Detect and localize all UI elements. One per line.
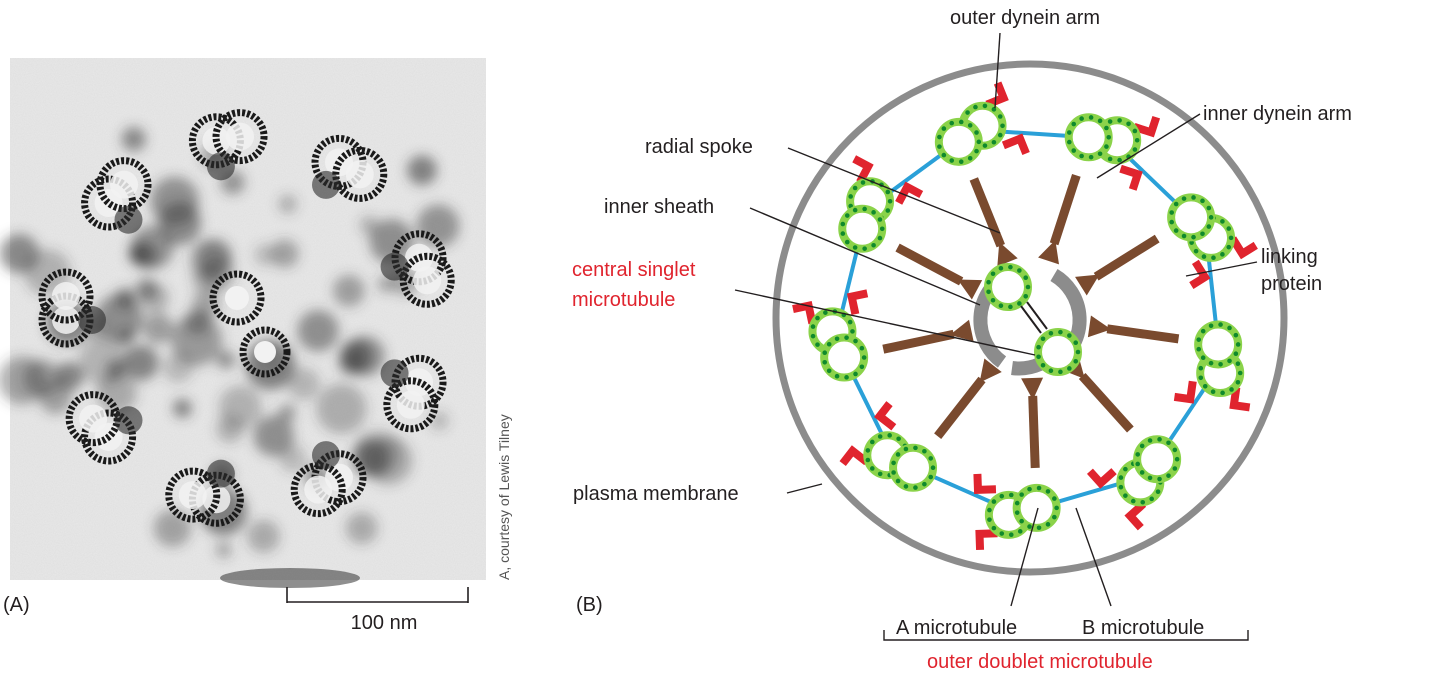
outer-doublet <box>808 307 869 382</box>
label-outer-doublet: outer doublet microtubule <box>927 651 1153 673</box>
radial-spoke <box>1038 173 1081 265</box>
outer-doublet <box>984 483 1061 539</box>
micrograph-doublet <box>188 109 268 181</box>
micrograph-doublet <box>380 354 447 433</box>
outer-doublet <box>1167 193 1236 262</box>
label-a-microtubule: A microtubule <box>896 617 1017 639</box>
scale-bar-label: 100 nm <box>351 612 418 634</box>
outer-dynein-arm <box>1124 500 1147 531</box>
inner-dynein-arm <box>1189 259 1211 289</box>
label-b-microtubule: B microtubule <box>1082 617 1204 639</box>
label-linking-1: linking <box>1261 246 1318 268</box>
inner-dynein-arm <box>1001 133 1030 155</box>
label-radial-spoke: radial spoke <box>645 136 753 158</box>
panel-a: (A) 100 nm A, courtesy of Lewis Tilney <box>0 58 512 634</box>
outer-dynein-arm <box>839 445 870 466</box>
a-microtubule <box>838 204 887 253</box>
micrograph-doublet <box>165 459 244 527</box>
a-microtubule <box>934 117 983 166</box>
outer-doublet <box>838 177 895 253</box>
micrograph-central <box>239 326 291 378</box>
label-linking-2: protein <box>1261 273 1322 295</box>
central-bridge <box>1026 301 1048 330</box>
micrograph-doublet <box>380 230 455 308</box>
a-microtubule <box>889 443 938 492</box>
outer-dynein-arm <box>975 529 998 551</box>
leader-lines <box>734 32 1258 641</box>
label-outer-dynein-arm: outer dynein arm <box>950 7 1100 29</box>
panel-a-label: (A) <box>3 594 30 616</box>
inner-dynein-arm <box>1119 164 1143 191</box>
inner-dynein-arm <box>1086 468 1117 489</box>
plasma-membrane-outline <box>772 60 1288 576</box>
outer-dynein-arm <box>985 81 1009 109</box>
dynein-arms <box>792 81 1258 551</box>
a-microtubule <box>1064 113 1113 162</box>
a-microtubule <box>1194 320 1243 369</box>
a-microtubule <box>820 333 869 382</box>
photo-credit: A, courtesy of Lewis Tilney <box>496 414 512 580</box>
central-singlets <box>984 263 1082 376</box>
outer-dynein-arm <box>1132 115 1161 138</box>
micrograph-doublet <box>81 157 152 234</box>
central-singlet-microtubule <box>1034 328 1082 376</box>
radial-spoke <box>1021 377 1044 469</box>
micrograph-doublet <box>38 268 106 348</box>
outer-dynein-arm <box>852 155 874 185</box>
a-microtubule <box>1133 435 1182 484</box>
inner-dynein-arm <box>874 401 897 431</box>
radial-spokes <box>882 173 1180 469</box>
outer-doublet <box>1116 435 1182 507</box>
inner-dynein-arm <box>846 289 869 316</box>
label-inner-dynein-arm: inner dynein arm <box>1203 103 1352 125</box>
micrograph-image <box>0 58 486 588</box>
label-plasma-membrane: plasma membrane <box>573 483 739 505</box>
outer-doublet <box>863 431 938 492</box>
micrograph-doublet <box>311 134 388 202</box>
panel-b-label: (B) <box>576 594 603 616</box>
central-bridge <box>1020 305 1042 334</box>
radial-spoke <box>934 358 1002 439</box>
radial-spoke <box>1087 315 1180 344</box>
outer-dynein-arm <box>1229 236 1258 260</box>
outer-doublets <box>808 101 1245 539</box>
outer-dynein-arm <box>1229 386 1251 412</box>
panel-b: (B) outer dynein arm inner dyne <box>572 7 1352 673</box>
scale-bar <box>286 587 469 603</box>
radial-spoke <box>895 243 983 300</box>
outer-dynein-arm <box>792 301 817 325</box>
label-central-singlet-1: central singlet <box>572 259 696 281</box>
inner-dynein-arm <box>895 181 924 205</box>
central-singlet-microtubule <box>984 263 1032 311</box>
a-microtubule <box>1012 483 1061 532</box>
inner-dynein-arm <box>973 473 997 495</box>
outer-doublet <box>934 101 1007 166</box>
micrograph-doublet <box>290 441 367 518</box>
label-central-singlet-2: microtubule <box>572 289 675 311</box>
inner-dynein-arm <box>1173 380 1197 404</box>
a-microtubule <box>1167 193 1216 242</box>
label-inner-sheath: inner sheath <box>604 196 714 218</box>
outer-doublet <box>1064 113 1142 165</box>
micrograph-doublet <box>65 391 143 465</box>
outer-doublet <box>1194 320 1245 398</box>
micrograph-central <box>209 270 265 326</box>
radial-spoke <box>969 177 1018 267</box>
radial-spoke <box>1075 234 1160 296</box>
radial-spoke <box>882 319 974 354</box>
